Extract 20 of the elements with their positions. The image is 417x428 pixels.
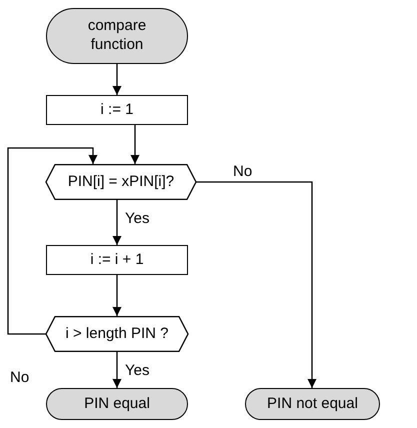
decision-hexagon xyxy=(46,316,188,352)
arrow xyxy=(7,147,98,335)
node-text: PIN not equal xyxy=(267,394,358,414)
arrow xyxy=(112,64,122,95)
node-text: PIN equal xyxy=(84,394,150,414)
node-text: i := i + 1 xyxy=(90,250,144,270)
arrow xyxy=(196,181,316,388)
arrow xyxy=(130,125,140,164)
decision-hexagon xyxy=(46,164,196,200)
end-terminal xyxy=(46,388,188,420)
node-text: PIN[i] = xPIN[i]? xyxy=(68,172,174,192)
node-text: i := 1 xyxy=(100,100,134,120)
process-box xyxy=(46,95,188,125)
arrow xyxy=(112,352,122,388)
end-terminal xyxy=(245,388,380,420)
arrow xyxy=(112,275,122,316)
arrow xyxy=(112,200,122,245)
node-text: compare function xyxy=(86,17,148,55)
node-text: i > length PIN ? xyxy=(66,324,168,344)
process-box xyxy=(46,245,188,275)
